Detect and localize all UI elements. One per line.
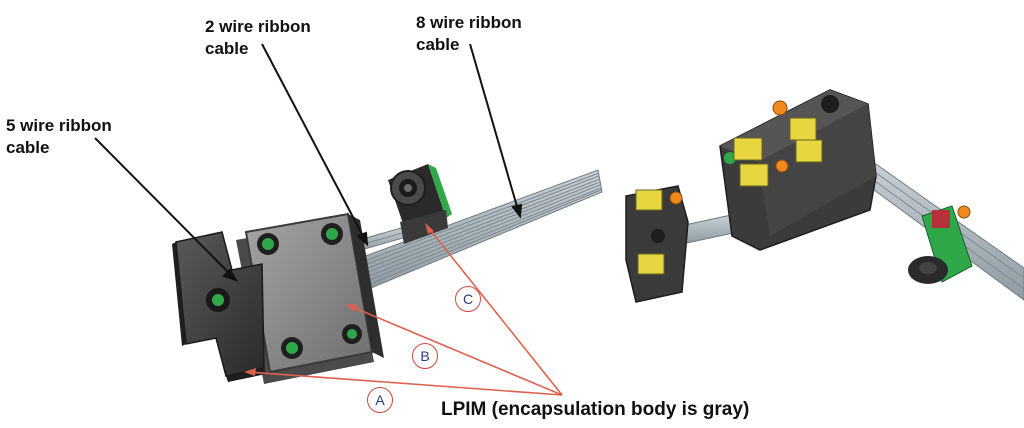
left-connector-block: [172, 231, 266, 382]
label-two-wire-ribbon-cable: 2 wire ribbon cable: [205, 16, 311, 60]
red-arrowheads: [244, 223, 434, 376]
black-callout-lines: [94, 43, 523, 282]
label-line: 8 wire ribbon: [416, 13, 522, 32]
label-lpim: LPIM (encapsulation body is gray): [441, 399, 750, 420]
eight-wire-ribbon-cable: [359, 169, 603, 291]
label-line: 2 wire ribbon: [205, 17, 311, 36]
marker-a: A: [367, 387, 393, 413]
red-pointer-lines: [247, 225, 563, 396]
label-line: 5 wire ribbon: [6, 116, 112, 135]
large-encapsulation-body: [236, 212, 384, 384]
label-line: cable: [416, 35, 460, 54]
right-main-housing: [719, 89, 877, 251]
right-green-board-part: [908, 205, 973, 284]
label-line: cable: [6, 138, 50, 157]
small-round-encapsulated-part: [388, 164, 452, 244]
marker-c: C: [455, 286, 481, 312]
right-small-connector-part: [625, 185, 689, 303]
label-eight-wire-ribbon-cable: 8 wire ribbon cable: [416, 12, 522, 56]
label-five-wire-ribbon-cable: 5 wire ribbon cable: [6, 115, 112, 159]
label-line: cable: [205, 39, 249, 58]
marker-b: B: [412, 343, 438, 369]
